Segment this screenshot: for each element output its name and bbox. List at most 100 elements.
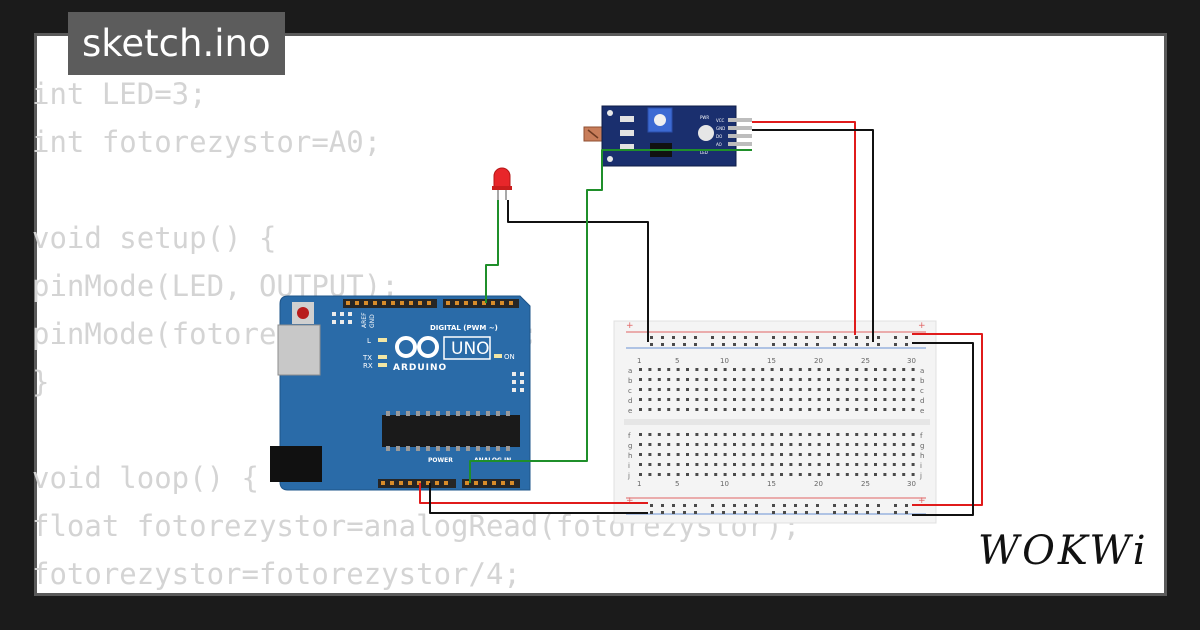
breadboard-hole[interactable]: [874, 453, 877, 456]
breadboard-hole[interactable]: [836, 378, 840, 381]
breadboard-hole[interactable]: [711, 343, 714, 346]
breadboard-hole[interactable]: [855, 408, 859, 411]
breadboard-hole[interactable]: [733, 398, 736, 401]
wire-sensor-vcc[interactable]: [752, 121, 856, 335]
breadboard-hole[interactable]: [744, 511, 747, 514]
breadboard-hole[interactable]: [864, 388, 868, 391]
breadboard-hole[interactable]: [648, 388, 652, 391]
breadboard-hole[interactable]: [686, 408, 689, 411]
breadboard-hole[interactable]: [855, 368, 859, 371]
breadboard-hole[interactable]: [723, 453, 727, 456]
breadboard-hole[interactable]: [827, 378, 830, 381]
breadboard-hole[interactable]: [733, 368, 736, 371]
breadboard-hole[interactable]: [780, 378, 783, 381]
breadboard-hole[interactable]: [676, 433, 680, 436]
breadboard-hole[interactable]: [905, 511, 908, 514]
breadboard-hole[interactable]: [672, 336, 675, 339]
breadboard-hole[interactable]: [714, 463, 718, 466]
breadboard-hole[interactable]: [827, 368, 830, 371]
breadboard-hole[interactable]: [789, 408, 793, 411]
breadboard-hole[interactable]: [755, 504, 758, 507]
breadboard-hole[interactable]: [855, 453, 859, 456]
breadboard-hole[interactable]: [836, 473, 840, 476]
breadboard-hole[interactable]: [817, 463, 821, 466]
breadboard-hole[interactable]: [883, 378, 887, 381]
breadboard-hole[interactable]: [742, 408, 746, 411]
breadboard-hole[interactable]: [874, 388, 877, 391]
wire-sensor-ao[interactable]: [469, 149, 752, 483]
breadboard-hole[interactable]: [761, 378, 765, 381]
breadboard-hole[interactable]: [808, 388, 812, 391]
wire-led-to-pin3[interactable]: [485, 200, 499, 303]
breadboard-hole[interactable]: [905, 504, 908, 507]
breadboard-hole[interactable]: [892, 473, 896, 476]
breadboard-hole[interactable]: [676, 398, 680, 401]
breadboard-hole[interactable]: [844, 511, 847, 514]
breadboard-hole[interactable]: [744, 336, 747, 339]
breadboard-hole[interactable]: [892, 408, 896, 411]
breadboard-hole[interactable]: [789, 443, 793, 446]
breadboard-hole[interactable]: [661, 343, 664, 346]
breadboard-hole[interactable]: [789, 463, 793, 466]
breadboard-hole[interactable]: [683, 336, 686, 339]
breadboard-hole[interactable]: [648, 378, 652, 381]
photoresistor-sensor-module[interactable]: PWR LED VCC GND DO AO: [583, 105, 752, 167]
breadboard-hole[interactable]: [874, 368, 877, 371]
breadboard-hole[interactable]: [855, 378, 859, 381]
breadboard-hole[interactable]: [723, 368, 727, 371]
breadboard-hole[interactable]: [733, 336, 736, 339]
wire-rail-link-red[interactable]: [912, 333, 983, 506]
breadboard-hole[interactable]: [667, 378, 671, 381]
breadboard-hole[interactable]: [667, 443, 671, 446]
breadboard-hole[interactable]: [816, 511, 819, 514]
wire-gnd-to-rail[interactable]: [429, 483, 648, 514]
breadboard-hole[interactable]: [686, 398, 689, 401]
breadboard-hole[interactable]: [733, 343, 736, 346]
breadboard-hole[interactable]: [789, 368, 793, 371]
wire-sensor-gnd[interactable]: [752, 129, 874, 342]
breadboard-hole[interactable]: [711, 504, 714, 507]
breadboard-hole[interactable]: [714, 398, 718, 401]
breadboard-hole[interactable]: [733, 378, 736, 381]
breadboard-hole[interactable]: [798, 463, 802, 466]
breadboard-hole[interactable]: [911, 433, 915, 436]
breadboard-hole[interactable]: [667, 398, 671, 401]
breadboard-hole[interactable]: [770, 388, 774, 391]
breadboard-hole[interactable]: [695, 368, 699, 371]
breadboard-hole[interactable]: [902, 433, 906, 436]
breadboard-hole[interactable]: [751, 398, 755, 401]
breadboard-hole[interactable]: [714, 433, 718, 436]
breadboard-hole[interactable]: [827, 443, 830, 446]
breadboard-hole[interactable]: [657, 473, 661, 476]
breadboard-hole[interactable]: [894, 343, 897, 346]
breadboard-hole[interactable]: [864, 433, 868, 436]
breadboard-hole[interactable]: [742, 398, 746, 401]
breadboard-hole[interactable]: [676, 408, 680, 411]
breadboard-hole[interactable]: [657, 433, 661, 436]
breadboard-hole[interactable]: [805, 504, 808, 507]
breadboard-hole[interactable]: [894, 504, 897, 507]
breadboard-hole[interactable]: [714, 378, 718, 381]
breadboard-hole[interactable]: [661, 504, 664, 507]
breadboard-hole[interactable]: [695, 453, 699, 456]
breadboard-hole[interactable]: [833, 511, 836, 514]
breadboard-hole[interactable]: [723, 378, 727, 381]
breadboard-hole[interactable]: [714, 368, 718, 371]
breadboard-hole[interactable]: [836, 463, 840, 466]
breadboard-hole[interactable]: [874, 443, 877, 446]
breadboard-hole[interactable]: [661, 511, 664, 514]
breadboard-hole[interactable]: [780, 453, 783, 456]
breadboard-hole[interactable]: [683, 511, 686, 514]
breadboard-hole[interactable]: [883, 453, 887, 456]
breadboard-hole[interactable]: [883, 398, 887, 401]
breadboard-hole[interactable]: [772, 343, 775, 346]
breadboard-hole[interactable]: [894, 336, 897, 339]
breadboard-hole[interactable]: [733, 453, 736, 456]
breadboard-hole[interactable]: [780, 368, 783, 371]
breadboard-hole[interactable]: [639, 398, 642, 401]
breadboard-hole[interactable]: [844, 336, 847, 339]
breadboard-hole[interactable]: [714, 453, 718, 456]
breadboard-hole[interactable]: [751, 473, 755, 476]
breadboard-hole[interactable]: [789, 388, 793, 391]
breadboard-hole[interactable]: [676, 463, 680, 466]
